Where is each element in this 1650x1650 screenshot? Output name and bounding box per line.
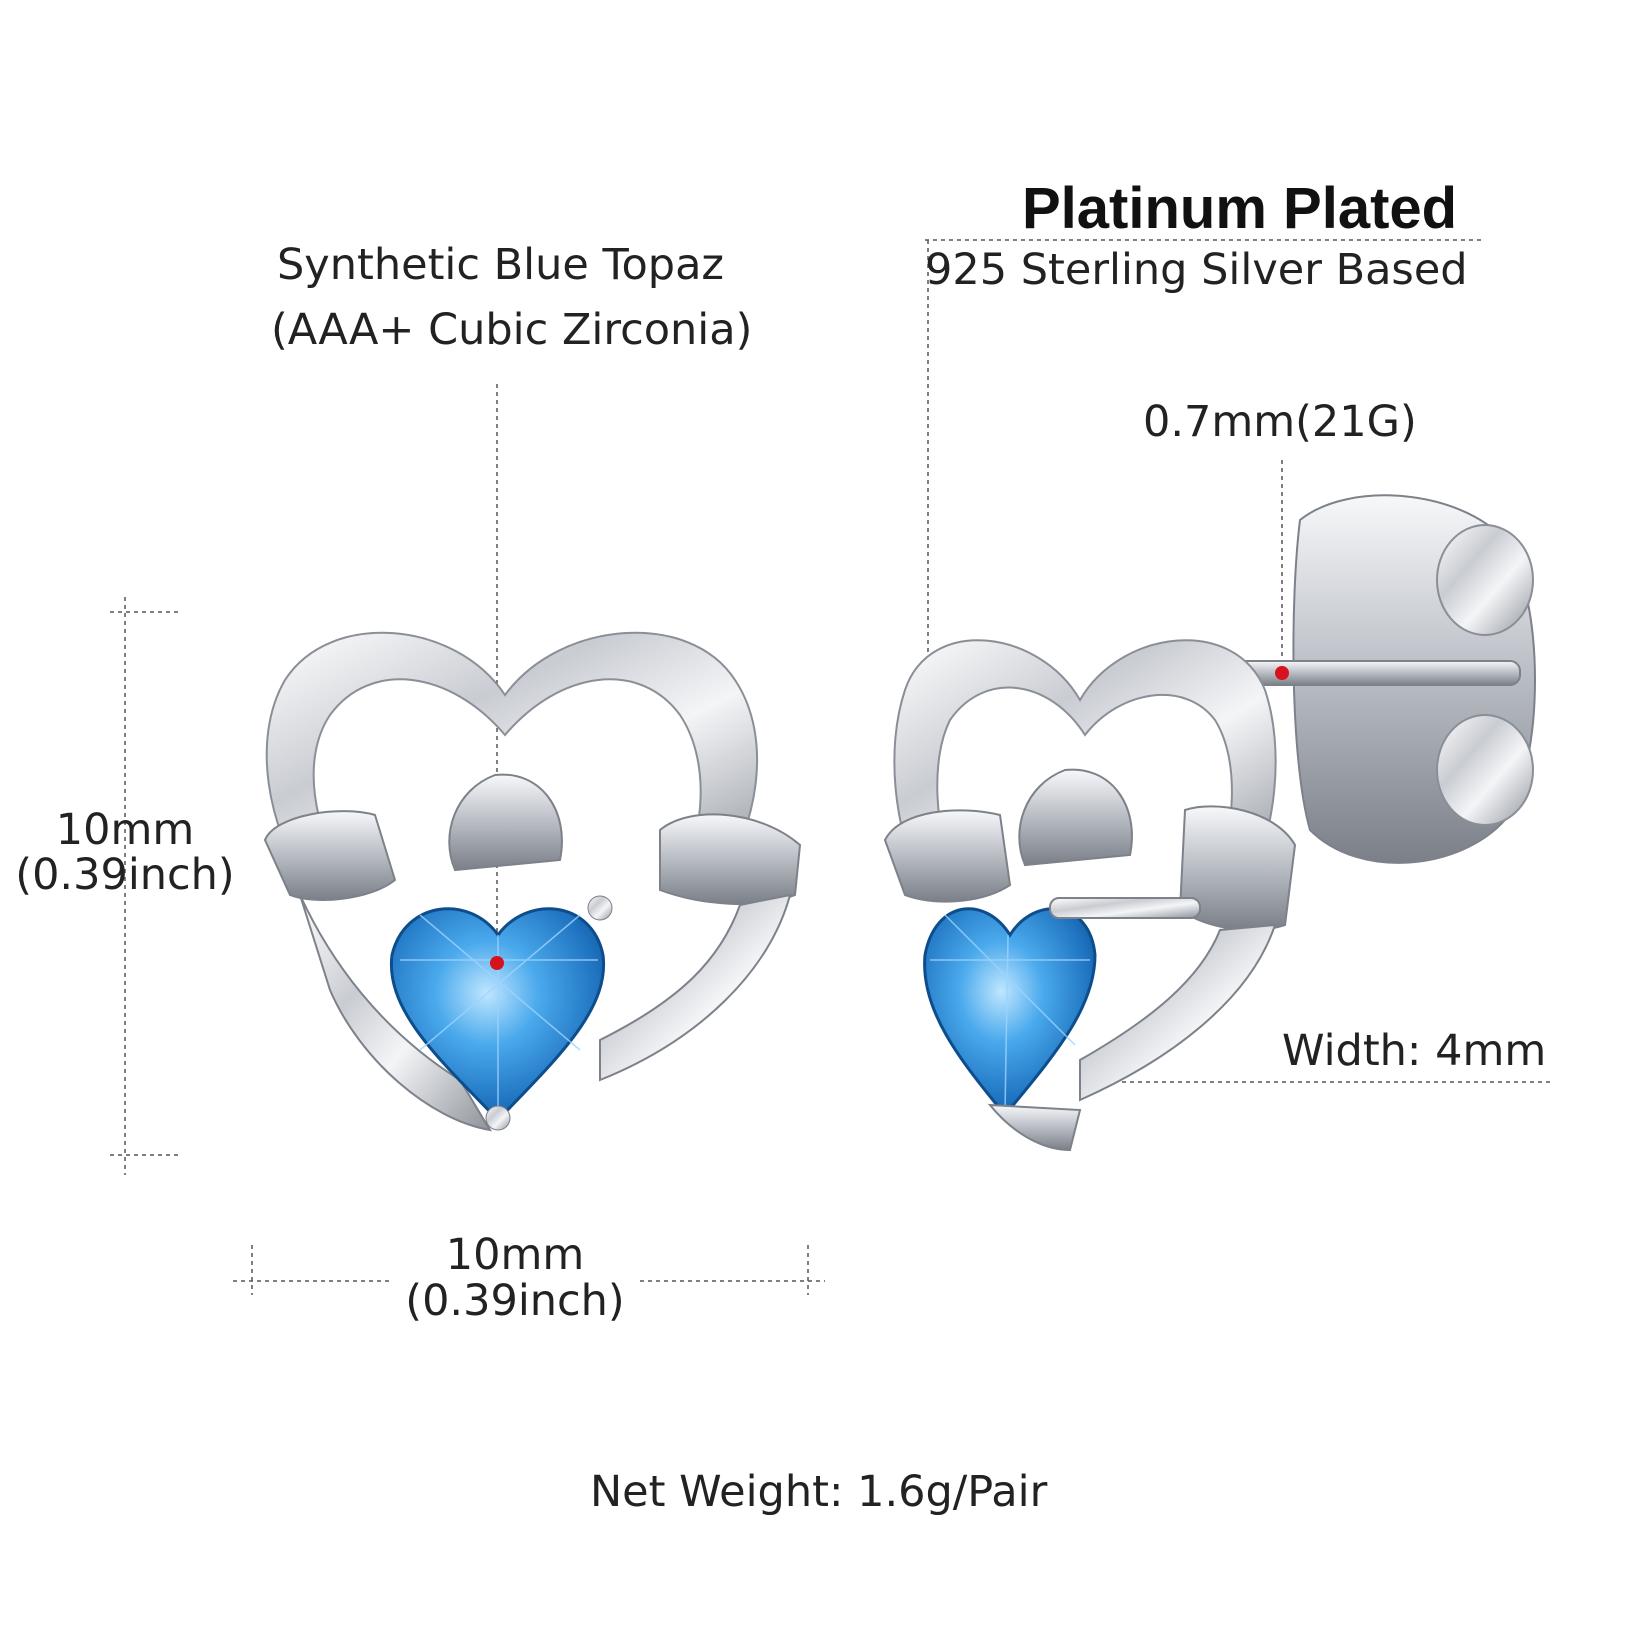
height-inch-label: (0.39inch)	[15, 850, 235, 900]
stone-marker	[490, 956, 504, 970]
side-earring	[883, 494, 1536, 1152]
dimension-lines	[110, 239, 1550, 1295]
height-mm-label: 10mm	[55, 805, 195, 855]
net-weight-label: Net Weight: 1.6g/Pair	[590, 1467, 1048, 1517]
title-platinum-plated: Platinum Plated	[1022, 176, 1458, 241]
stone-label-line1: Synthetic Blue Topaz	[277, 240, 724, 290]
pin-gauge-label: 0.7mm(21G)	[1143, 397, 1417, 447]
width-inch-label: (0.39inch)	[405, 1276, 625, 1326]
side-width-label: Width: 4mm	[1282, 1026, 1547, 1076]
pin-marker	[1275, 666, 1289, 680]
width-mm-label: 10mm	[445, 1230, 585, 1280]
front-earring	[263, 631, 802, 1132]
material-label: 925 Sterling Silver Based	[925, 245, 1468, 295]
stone-label-line2: (AAA+ Cubic Zirconia)	[271, 305, 753, 355]
